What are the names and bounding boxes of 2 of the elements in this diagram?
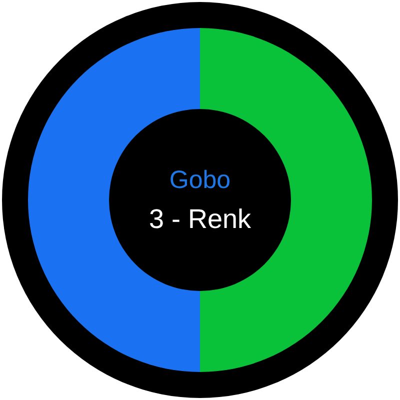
subtitle-text: 3 - Renk: [148, 202, 252, 236]
title-text: Gobo: [169, 164, 231, 195]
